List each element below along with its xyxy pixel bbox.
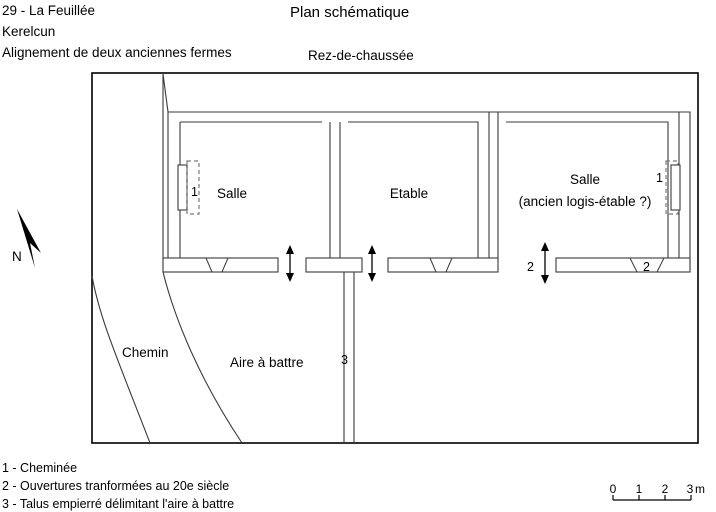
scale-tick-1: 1 xyxy=(636,482,643,496)
room-label-etable: Etable xyxy=(390,186,428,201)
legend-item-1: 1 - Cheminée xyxy=(2,461,77,475)
chemin-edge-west xyxy=(91,275,151,444)
header-commune: 29 - La Feuillée xyxy=(2,3,95,18)
chemin-edge-east xyxy=(162,271,243,444)
scale-unit: m xyxy=(695,482,705,496)
chimney-right-marker: 1 xyxy=(656,171,663,185)
scale-tick-2: 2 xyxy=(662,482,669,496)
etable-room-walls xyxy=(348,121,479,262)
arrow-opening-left xyxy=(286,245,294,282)
chimney-left-marker: 1 xyxy=(191,185,198,199)
header-description: Alignement de deux anciennes fermes xyxy=(2,45,232,60)
room-label-salle-right: Salle xyxy=(570,172,600,187)
zone-label-aire-a-battre: Aire à battre xyxy=(230,355,304,370)
salle-right-room-walls xyxy=(506,121,669,262)
central-partition-wall xyxy=(329,122,341,258)
party-wall xyxy=(488,112,499,262)
scale-tick-0: 0 xyxy=(610,482,617,496)
chimney-left-icon xyxy=(177,160,200,215)
salle-left-room-walls xyxy=(179,121,322,262)
room-label-salle-left: Salle xyxy=(217,186,247,201)
salle-right-opening xyxy=(629,257,665,273)
legend-item-3: 3 - Talus empierré délimitant l'aire à b… xyxy=(2,497,234,511)
etable-bottom-wall xyxy=(387,257,499,273)
legend-item-2: 2 - Ouvertures tranformées au 20e siècle xyxy=(2,479,229,493)
zone-label-chemin: Chemin xyxy=(122,345,169,360)
north-arrow-icon xyxy=(17,209,41,268)
plan-subtitle: Rez-de-chaussée xyxy=(308,48,414,63)
salle-right-bottom-wall xyxy=(555,257,691,273)
salle-left-bottom-wall xyxy=(162,257,279,273)
room-sublabel-salle-right: (ancien logis-étable ?) xyxy=(519,194,652,209)
salle-left-doorway xyxy=(205,257,229,273)
plan-frame xyxy=(91,72,699,444)
talus-marker: 3 xyxy=(341,353,348,367)
chimney-right-icon xyxy=(665,160,681,215)
partition-bottom-wall xyxy=(305,257,363,273)
building-outer-outline xyxy=(162,73,691,270)
header-locality: Kerelcun xyxy=(2,24,55,39)
plan-title: Plan schématique xyxy=(290,4,409,21)
etable-doorway xyxy=(429,257,453,273)
scale-bar: 0 1 2 3 m xyxy=(610,482,705,501)
talus-line xyxy=(343,272,355,443)
opening-mid-marker: 2 xyxy=(527,260,534,274)
arrow-opening-right xyxy=(541,242,549,284)
north-label: N xyxy=(12,249,22,264)
opening-right-marker: 2 xyxy=(643,260,650,274)
scale-tick-3: 3 xyxy=(687,482,694,496)
arrow-opening-mid xyxy=(368,245,376,282)
